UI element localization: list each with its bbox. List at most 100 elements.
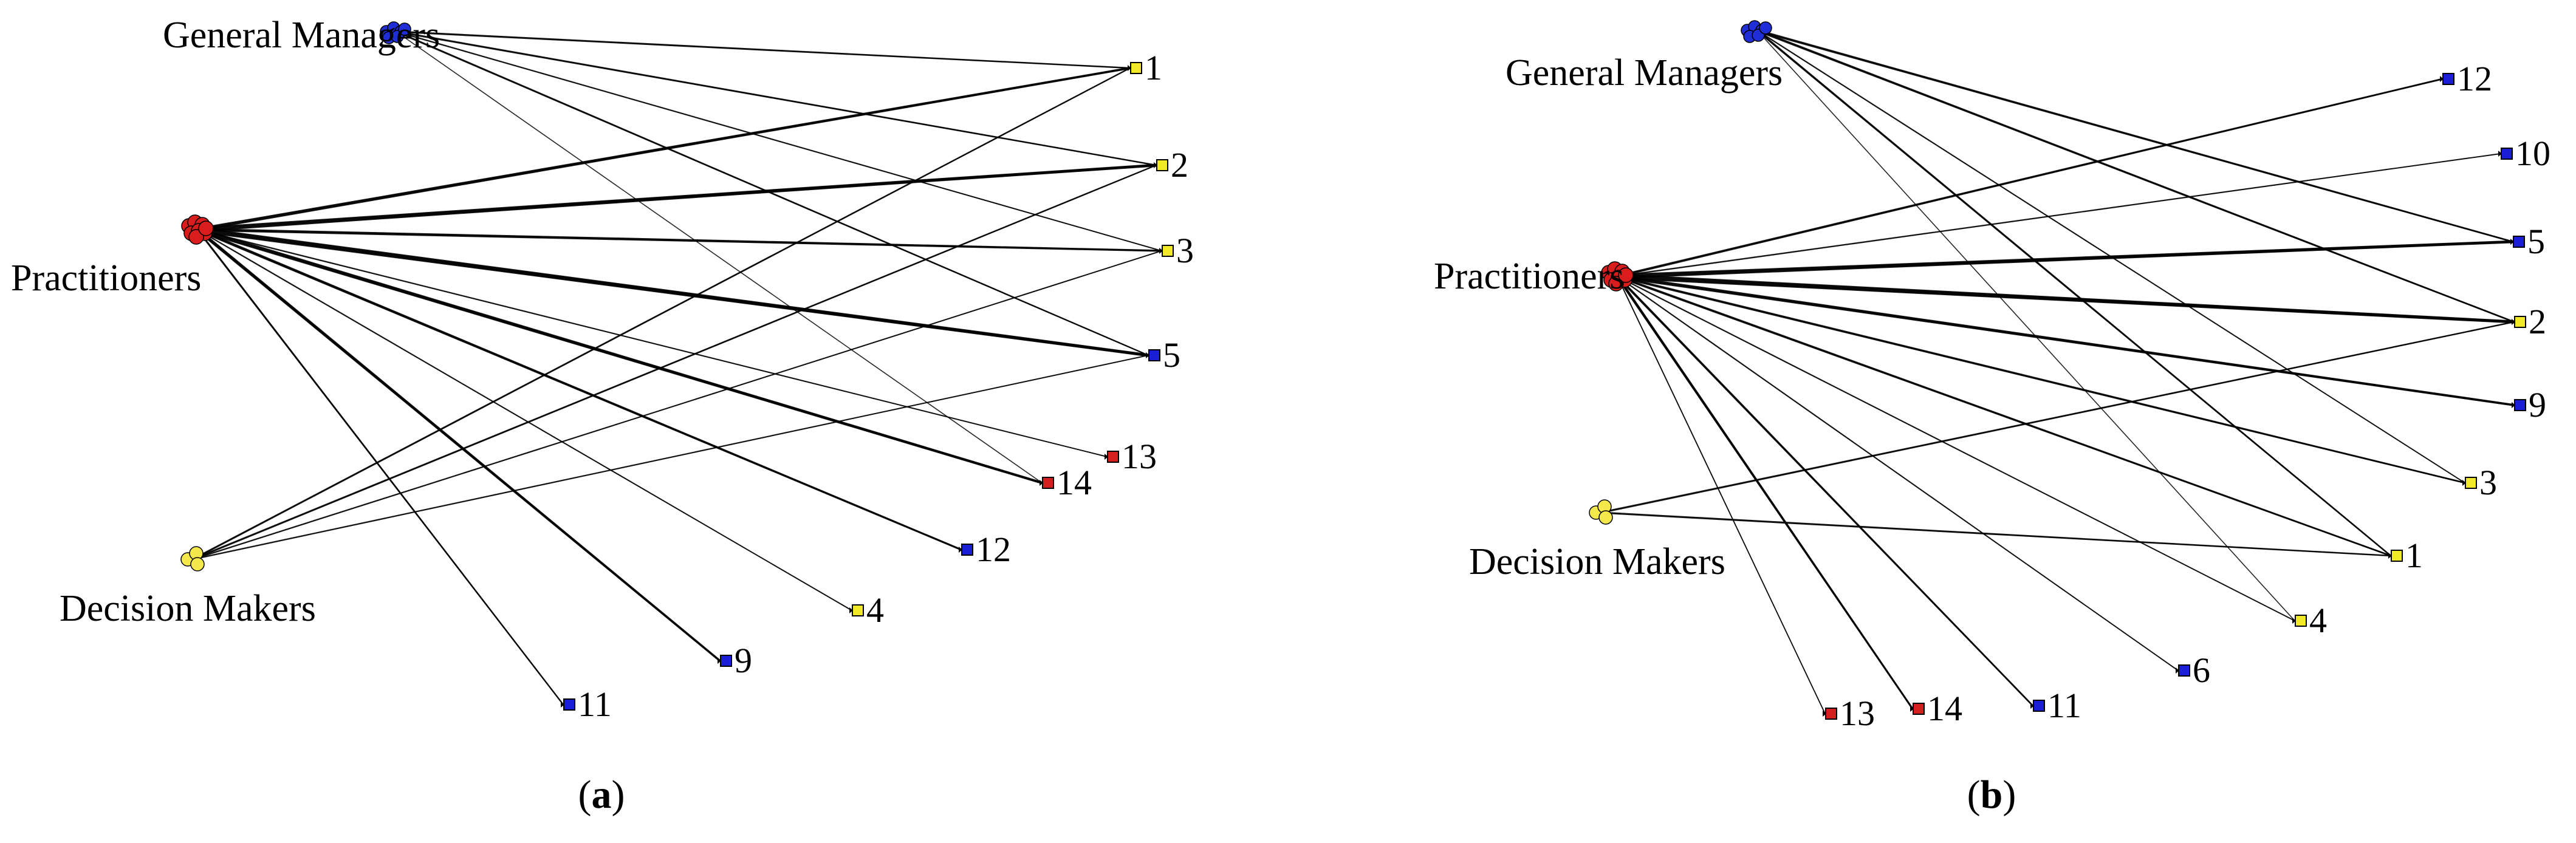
node-label: 1 <box>2405 536 2423 575</box>
node-5: 5 <box>1146 335 1180 375</box>
node-marker <box>1825 708 1837 720</box>
node-14: 14 <box>1040 463 1092 502</box>
edges-layer <box>192 30 1162 706</box>
arrowhead <box>718 658 721 664</box>
arrowhead <box>1823 711 1826 717</box>
node-2: 2 <box>1154 145 1188 185</box>
arrowhead <box>2030 703 2034 709</box>
node-10: 10 <box>2498 134 2550 173</box>
edge-pr-to-4 <box>1617 276 2295 621</box>
cluster-member <box>398 22 411 36</box>
cluster-member <box>190 557 205 572</box>
node-label: 9 <box>2529 385 2546 425</box>
node-label: 6 <box>2193 650 2210 690</box>
edge-gm-to-2 <box>396 32 1157 166</box>
arrowhead <box>1128 65 1131 71</box>
node-marker <box>2442 73 2454 85</box>
cluster-member <box>1608 276 1624 292</box>
node-marker <box>1156 159 1168 171</box>
node-label: 12 <box>2457 59 2492 98</box>
edge-pr-to-1 <box>197 68 1131 231</box>
node-marker <box>2465 477 2477 489</box>
group-label-dm: Decision Makers <box>1469 541 1725 582</box>
cluster-member <box>188 229 204 245</box>
edge-pr-to-9 <box>197 231 721 662</box>
edges-layer <box>1600 29 2515 714</box>
edge-dm-to-3 <box>192 250 1162 561</box>
node-1: 1 <box>2388 536 2423 575</box>
node-marker <box>2514 399 2526 411</box>
group-node-dm <box>180 546 205 572</box>
node-marker <box>2391 550 2403 562</box>
edge-pr-to-4 <box>197 229 852 611</box>
node-label: 9 <box>735 641 752 680</box>
node-label: 10 <box>2515 134 2550 173</box>
node-marker <box>2295 615 2307 627</box>
edge-pr-to-3 <box>197 230 1162 252</box>
edge-dm-to-1 <box>192 67 1131 561</box>
edge-gm-to-3 <box>396 31 1162 251</box>
arrowhead <box>1910 706 1914 712</box>
node-marker <box>852 604 864 616</box>
cluster-member <box>1759 21 1772 35</box>
edge-dm-to-5 <box>192 355 1149 561</box>
node-marker <box>2514 316 2526 328</box>
node-marker <box>1162 245 1174 257</box>
edge-gm-to-5 <box>1756 30 2513 243</box>
node-12: 12 <box>959 530 1011 569</box>
edge-pr-to-9 <box>1617 277 2515 406</box>
edge-pr-to-2 <box>197 165 1157 232</box>
arrowhead <box>2440 76 2444 82</box>
arrowhead <box>1154 162 1157 168</box>
node-label: 14 <box>1927 689 1962 728</box>
node-4: 4 <box>2292 601 2327 640</box>
edge-pr-to-6 <box>1617 276 2179 671</box>
node-label: 5 <box>2527 222 2545 261</box>
node-label: 5 <box>1163 335 1180 375</box>
caption: (b) <box>1967 773 2016 817</box>
node-label: 4 <box>866 590 884 630</box>
node-marker <box>1107 451 1119 463</box>
node-12: 12 <box>2440 59 2492 98</box>
edge-pr-to-11 <box>1617 277 2033 707</box>
edge-gm-to-5 <box>396 32 1149 357</box>
node-label: 4 <box>2309 601 2327 640</box>
group-label-dm: Decision Makers <box>60 588 316 629</box>
edge-pr-to-13 <box>1617 276 1826 714</box>
edge-pr-to-14 <box>197 230 1043 485</box>
edge-pr-to-12 <box>197 230 962 551</box>
node-11: 11 <box>2030 686 2081 725</box>
arrowhead <box>1040 480 1043 486</box>
node-9: 9 <box>2512 385 2546 425</box>
arrowhead <box>849 607 853 613</box>
node-14: 14 <box>1910 689 1962 728</box>
cluster-member <box>1618 267 1634 283</box>
arrowhead <box>2388 553 2392 559</box>
arrowhead <box>2510 239 2514 245</box>
arrowhead <box>1105 454 1108 460</box>
node-marker <box>1148 349 1160 361</box>
node-label: 11 <box>578 684 612 724</box>
node-label: 1 <box>1145 48 1162 87</box>
edge-pr-to-13 <box>197 229 1108 457</box>
node-label: 12 <box>976 530 1011 569</box>
node-label: 14 <box>1057 463 1092 502</box>
group-node-pr <box>181 214 214 245</box>
edge-pr-to-3 <box>1617 276 2465 484</box>
node-label: 2 <box>1171 145 1188 185</box>
node-marker <box>1042 477 1054 489</box>
group-label-pr: Practitioners <box>11 258 201 299</box>
node-13: 13 <box>1105 437 1157 476</box>
node-label: 3 <box>2479 463 2497 502</box>
edge-gm-to-14 <box>396 31 1043 483</box>
arrowhead <box>1159 248 1163 254</box>
edge-pr-to-5 <box>197 231 1149 357</box>
edge-pr-to-12 <box>1617 78 2443 278</box>
node-label: 13 <box>1840 694 1875 733</box>
node-5: 5 <box>2510 222 2545 261</box>
node-3: 3 <box>1159 231 1194 270</box>
group-label-gm: General Managers <box>1506 52 1783 94</box>
